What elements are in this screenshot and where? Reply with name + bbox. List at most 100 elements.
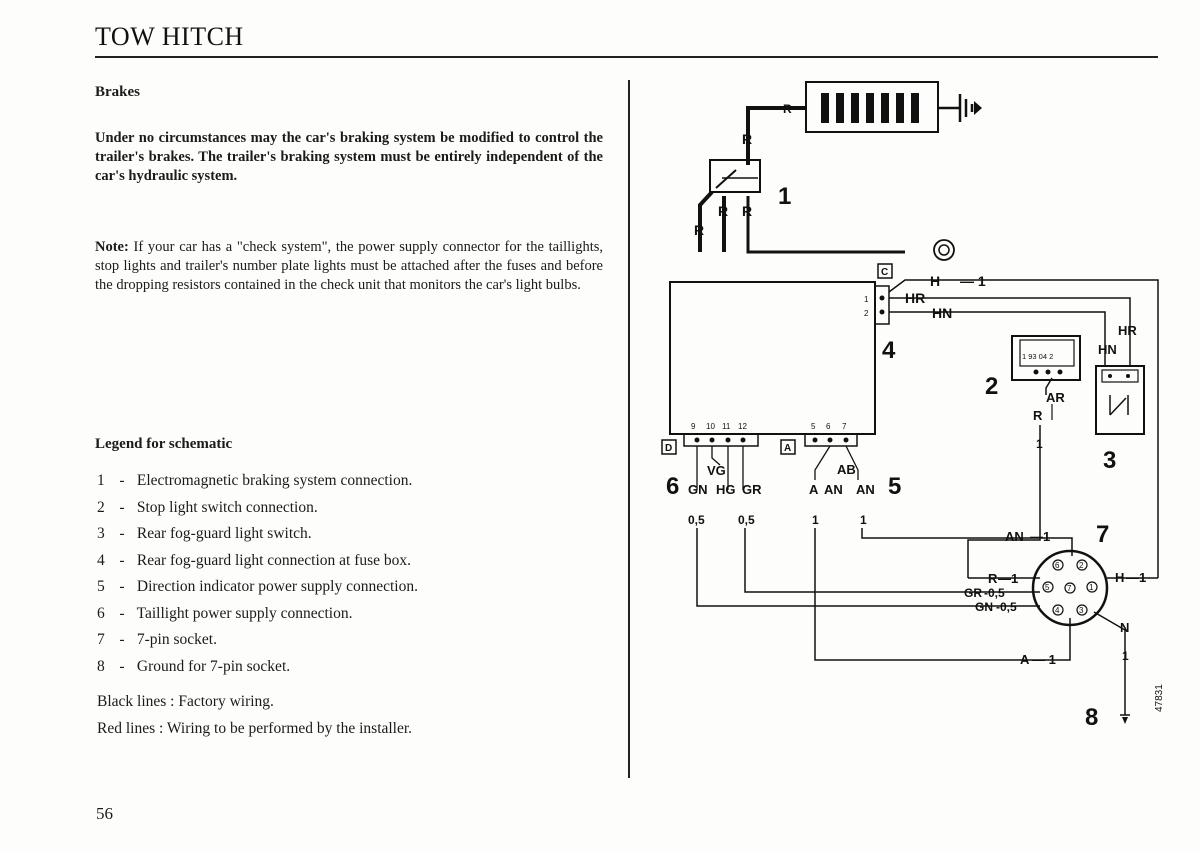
legend-item: 3- Rear fog-guard light switch. bbox=[97, 525, 312, 542]
svg-text:1: 1 bbox=[864, 295, 869, 304]
wire-label-gr: GR bbox=[742, 482, 762, 497]
callout-4: 4 bbox=[882, 337, 896, 364]
wire-label-h: H bbox=[1115, 570, 1124, 585]
svg-text:9: 9 bbox=[691, 422, 696, 431]
svg-text:11: 11 bbox=[722, 422, 731, 431]
wire-label-r: R bbox=[742, 131, 752, 147]
wire-label-a: A bbox=[1020, 652, 1030, 667]
wire-label-n: N bbox=[1120, 620, 1129, 635]
callout-7: 7 bbox=[1096, 521, 1109, 548]
svg-text:— 1: — 1 bbox=[960, 273, 986, 289]
legend-item: 7- 7-pin socket. bbox=[97, 631, 217, 648]
svg-text:1: 1 bbox=[812, 513, 819, 527]
svg-text:1: 1 bbox=[860, 513, 867, 527]
legend-item: 2- Stop light switch connection. bbox=[97, 498, 318, 516]
svg-text:0,5: 0,5 bbox=[688, 513, 705, 527]
svg-text:C: C bbox=[881, 267, 888, 278]
brakes-warning: Under no circumstances may the car's bra… bbox=[95, 130, 603, 184]
connector-1 bbox=[709, 159, 761, 193]
callout-5: 5 bbox=[888, 473, 901, 500]
wire-label-hr: HR bbox=[905, 290, 925, 306]
svg-text:5: 5 bbox=[1045, 583, 1050, 592]
wire-label-ar: AR bbox=[1046, 390, 1065, 405]
legend-item: 5- Direction indicator power supply conn… bbox=[97, 578, 418, 595]
fuse-box bbox=[669, 281, 876, 435]
wire-label-an: AN bbox=[824, 482, 843, 497]
wire-label-gr: GR bbox=[964, 586, 982, 600]
callout-3: 3 bbox=[1103, 447, 1116, 474]
seven-pin-socket: 2 6 7 1 3 4 5 bbox=[1031, 549, 1109, 627]
wire-label-hn: HN bbox=[1098, 342, 1117, 357]
svg-text:1: 1 bbox=[1122, 649, 1129, 663]
title-rule bbox=[95, 56, 1158, 58]
wire-label-vg: VG bbox=[707, 463, 726, 478]
svg-text:2: 2 bbox=[1079, 561, 1084, 570]
wire-label-r: R bbox=[1033, 408, 1043, 423]
legend-heading: Legend for schematic bbox=[95, 436, 233, 452]
wire-label-hn: HN bbox=[932, 305, 952, 321]
page-title: TOW HITCH bbox=[95, 22, 244, 51]
wire-label-r: R bbox=[783, 102, 792, 116]
text-column: Brakes Under no circumstances may the ca… bbox=[95, 84, 603, 295]
note-paragraph: Note: If your car has a "check system", … bbox=[95, 238, 603, 295]
wire-label-r: R bbox=[718, 203, 728, 219]
svg-text:6: 6 bbox=[1055, 561, 1060, 570]
svg-text:5: 5 bbox=[811, 422, 816, 431]
page-number: 56 bbox=[96, 804, 113, 823]
svg-text:—1: —1 bbox=[998, 571, 1018, 586]
callout-2: 2 bbox=[985, 373, 998, 400]
svg-text:1 93 04 2: 1 93 04 2 bbox=[1022, 352, 1053, 361]
svg-text:— 1: — 1 bbox=[1032, 652, 1056, 667]
connector-a: A 5 6 7 bbox=[780, 422, 858, 455]
callout-6: 6 bbox=[666, 473, 679, 500]
column-divider bbox=[628, 80, 630, 778]
connector-c: C 1 2 bbox=[864, 263, 893, 325]
svg-text:7: 7 bbox=[1067, 584, 1072, 593]
callout-1: 1 bbox=[778, 183, 791, 210]
svg-text:10: 10 bbox=[706, 422, 715, 431]
note-text: If your car has a "check system", the po… bbox=[95, 239, 603, 293]
legend-list: 1- Electromagnetic braking system connec… bbox=[97, 468, 418, 680]
svg-text:12: 12 bbox=[738, 422, 747, 431]
wire-label-an: AN bbox=[1005, 529, 1024, 544]
connector-d: D 9 10 11 12 bbox=[661, 422, 759, 455]
wire-label-an: AN bbox=[856, 482, 875, 497]
legend-item: 8- Ground for 7-pin socket. bbox=[97, 657, 291, 675]
wire-label-r: R bbox=[988, 571, 998, 586]
stop-light-switch: 1 93 04 2 bbox=[1011, 335, 1081, 381]
indicator-bulb-icon bbox=[933, 239, 955, 261]
line-key: Black lines : Factory wiring. Red lines … bbox=[97, 688, 412, 742]
svg-text:—1: —1 bbox=[1126, 570, 1146, 585]
svg-text:—1: —1 bbox=[1030, 529, 1050, 544]
brakes-heading: Brakes bbox=[95, 84, 140, 100]
wire-label-h: H bbox=[930, 273, 940, 289]
wire-label-ab: AB bbox=[837, 462, 856, 477]
svg-text:2: 2 bbox=[864, 309, 869, 318]
fog-light-switch bbox=[1095, 365, 1145, 435]
wire-label-gn: GN bbox=[688, 482, 708, 497]
svg-text:6: 6 bbox=[826, 422, 831, 431]
svg-text:0,5: 0,5 bbox=[738, 513, 755, 527]
svg-text:7: 7 bbox=[842, 422, 847, 431]
svg-text:4: 4 bbox=[1055, 606, 1060, 615]
black-lines-note: Black lines : Factory wiring. bbox=[97, 693, 274, 710]
note-label: Note: bbox=[95, 239, 129, 255]
wire-label-hr: HR bbox=[1118, 323, 1137, 338]
callout-8: 8 bbox=[1085, 704, 1098, 731]
svg-text:A: A bbox=[784, 443, 791, 454]
figure-code: 47831 bbox=[1154, 684, 1165, 712]
legend-item: 4- Rear fog-guard light connection at fu… bbox=[97, 551, 412, 569]
svg-text:-0,5: -0,5 bbox=[984, 586, 1005, 600]
wire-label-hg: HG bbox=[716, 482, 736, 497]
braking-unit bbox=[805, 81, 982, 133]
wire-label-a: A bbox=[809, 482, 819, 497]
wire-label-r: R bbox=[742, 203, 752, 219]
svg-text:3: 3 bbox=[1079, 606, 1084, 615]
ground-icon bbox=[1120, 714, 1130, 724]
svg-text:D: D bbox=[665, 443, 672, 454]
svg-text:-0,5: -0,5 bbox=[996, 600, 1017, 614]
wire-label-gn: GN bbox=[975, 600, 993, 614]
svg-text:1: 1 bbox=[1089, 583, 1094, 592]
legend-item: 6- Taillight power supply connection. bbox=[97, 604, 353, 622]
